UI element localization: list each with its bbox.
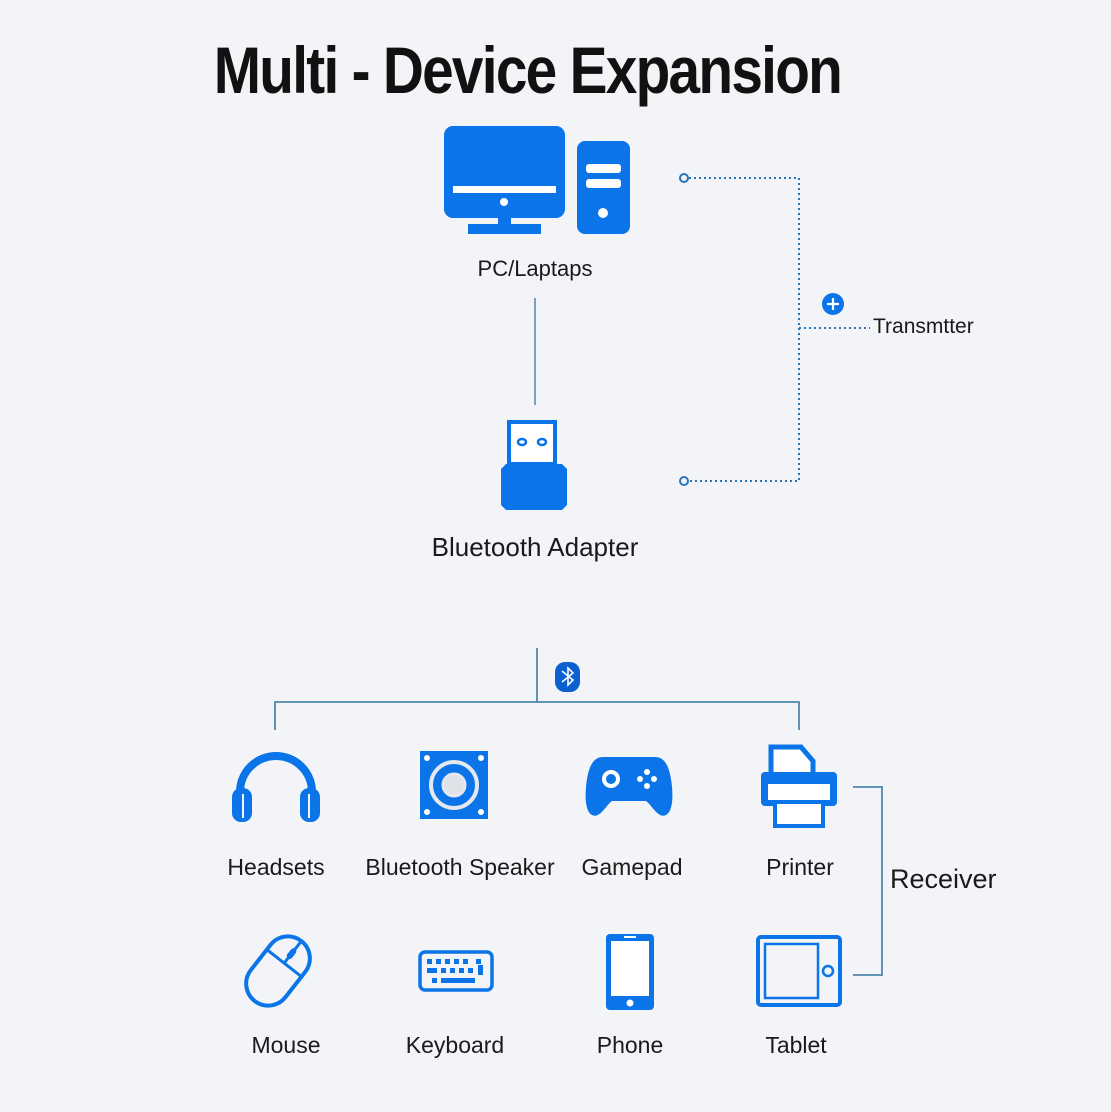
- device-label: Phone: [596, 1032, 664, 1058]
- adapter-label: Bluetooth Adapter: [431, 532, 639, 562]
- phone-icon: [606, 934, 654, 1010]
- usb-adapter-icon: [501, 420, 567, 510]
- transmitter-bracket: [689, 177, 870, 482]
- mouse-icon: [244, 934, 312, 1008]
- device-label: Mouse: [251, 1032, 321, 1058]
- speaker-icon: [420, 751, 488, 819]
- connector-dot: [679, 476, 689, 486]
- device-tree: [274, 648, 800, 730]
- keyboard-icon: [418, 950, 494, 992]
- device-label: Gamepad: [581, 854, 683, 880]
- device-label: Keyboard: [405, 1032, 505, 1058]
- device-label: Tablet: [765, 1032, 827, 1058]
- transmitter-label: Transmtter: [873, 315, 974, 338]
- device-label: Bluetooth Speaker: [365, 854, 555, 880]
- receiver-bracket: [853, 786, 883, 976]
- device-label: Printer: [766, 854, 834, 880]
- printer-icon: [761, 744, 837, 828]
- gamepad-icon: [585, 757, 673, 816]
- headset-icon: [232, 752, 320, 822]
- bluetooth-icon: [555, 662, 580, 692]
- tablet-icon: [756, 935, 842, 1007]
- plus-icon: [822, 293, 844, 315]
- connector-dot: [679, 173, 689, 183]
- pc-icon: [444, 126, 630, 234]
- receiver-label: Receiver: [890, 864, 997, 894]
- pc-label: PC/Laptaps: [477, 256, 593, 281]
- device-label: Headsets: [227, 854, 325, 880]
- page-title: Multi - Device Expansion: [213, 33, 843, 107]
